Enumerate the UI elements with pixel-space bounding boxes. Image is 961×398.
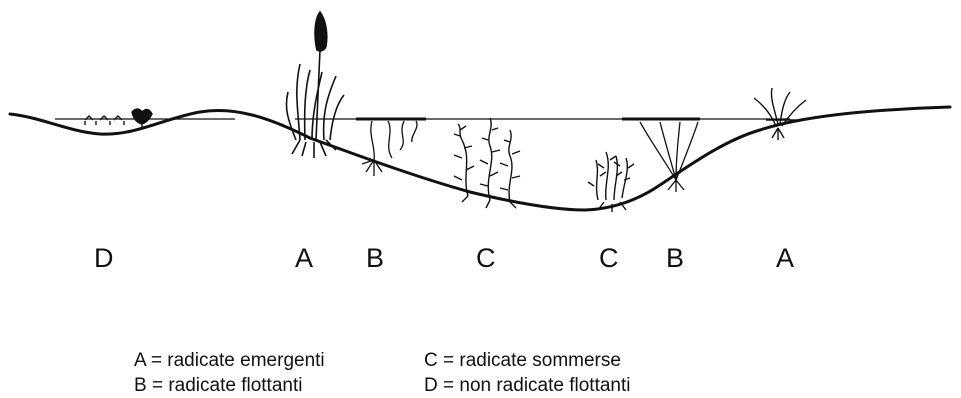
- legend-item-d: D = non radicate flottanti: [424, 373, 631, 398]
- zone-label-c-left: C: [476, 243, 496, 273]
- zone-label-a-left: A: [295, 243, 313, 273]
- zone-label-c-right: C: [599, 243, 619, 273]
- zone-label-b-right: B: [666, 243, 684, 273]
- lake-bed-profile: [10, 107, 950, 210]
- zone-label-d: D: [94, 243, 114, 273]
- legend-item-b: B = radicate flottanti: [134, 373, 325, 398]
- legend-left-column: A = radicate emergenti B = radicate flot…: [134, 348, 325, 398]
- zone-labels: D A B C C B A: [94, 243, 794, 273]
- emergent-plant-rosette: [754, 88, 806, 140]
- legend-right-column: C = radicate sommerse D = non radicate f…: [424, 348, 631, 398]
- zone-label-a-right: A: [776, 243, 794, 273]
- emergent-plant-cattail: [286, 12, 344, 158]
- legend-item-a: A = radicate emergenti: [134, 348, 325, 373]
- zone-label-b-left: B: [366, 243, 384, 273]
- floating-plants-d: [85, 109, 152, 127]
- rooted-floating-plant-right: [622, 119, 700, 192]
- legend-item-c: C = radicate sommerse: [424, 348, 631, 373]
